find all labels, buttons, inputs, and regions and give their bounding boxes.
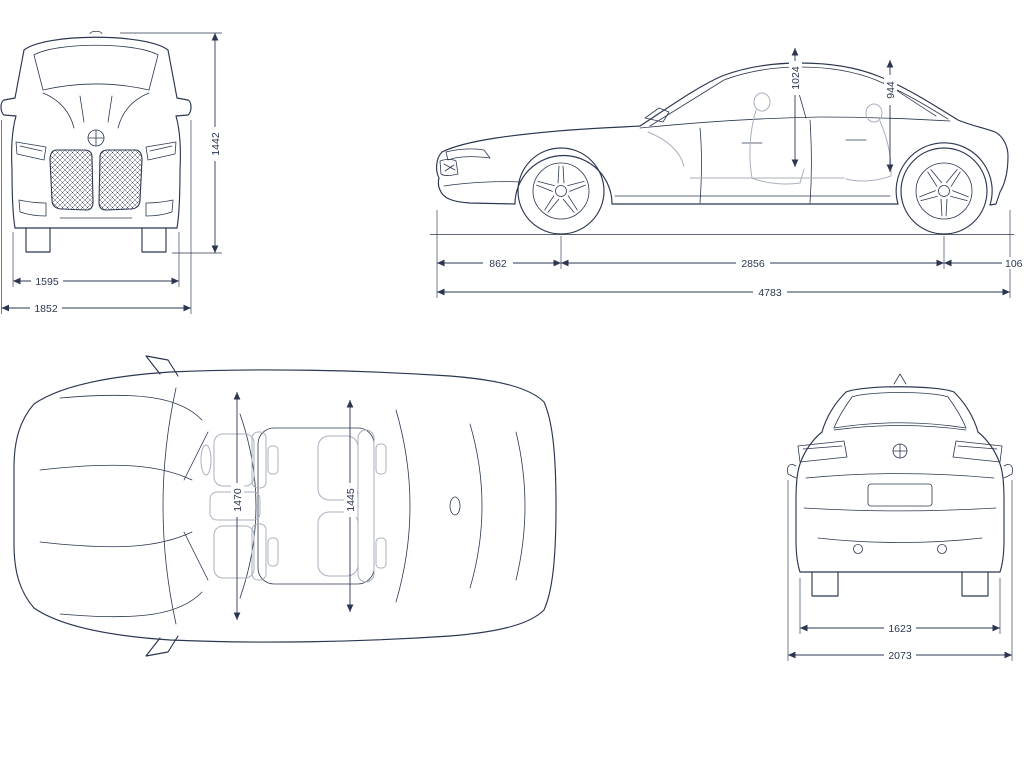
taillights xyxy=(797,440,1003,463)
dim-label-rear-width: 2073 xyxy=(888,650,912,662)
antenna-fin xyxy=(893,373,907,385)
dim-label-rear-overhang: 106 xyxy=(1005,258,1023,270)
dim-label-front-height: 1442 xyxy=(210,132,222,156)
dim-label-rear-headroom: 944 xyxy=(885,81,897,99)
side-view-drawing xyxy=(430,62,1014,235)
kidney-grille xyxy=(49,149,143,211)
rear-wheels xyxy=(811,571,989,597)
dim-label-front-overhang: 862 xyxy=(489,258,507,270)
dim-side-lower: 862 2856 106 4783 xyxy=(436,210,1024,299)
interior-ghost xyxy=(647,92,892,185)
dim-front-track: 1595 xyxy=(12,232,180,288)
rear-view-drawing xyxy=(787,373,1013,597)
dim-front-width: 1852 xyxy=(1,120,192,315)
front-wheels xyxy=(25,227,167,253)
dim-side-rear-headroom: 944 xyxy=(884,60,897,172)
headlights xyxy=(15,141,177,161)
dim-label-front-track: 1595 xyxy=(35,276,59,288)
bmw-roundel-icon xyxy=(87,129,105,147)
dim-label-wheelbase: 2856 xyxy=(741,258,765,270)
dim-label-overall-length: 4783 xyxy=(758,287,782,299)
front-wheel xyxy=(517,147,605,235)
dim-label-front-headroom: 1024 xyxy=(790,66,802,90)
top-view-seats xyxy=(200,429,387,583)
dim-label-top-front-interior: 1470 xyxy=(232,488,244,512)
dim-side-front-headroom: 1024 xyxy=(789,48,802,167)
dim-label-front-width: 1852 xyxy=(34,303,58,315)
top-view-drawing xyxy=(13,355,557,657)
dim-rear-width: 2073 xyxy=(787,480,1013,662)
bmw-roundel-rear-icon xyxy=(892,443,908,459)
dim-label-top-rear-interior: 1445 xyxy=(345,488,357,512)
dim-top-front-interior: 1470 xyxy=(231,392,244,620)
dim-top-rear-interior: 1445 xyxy=(344,400,357,612)
dim-rear-track: 1623 xyxy=(799,578,1001,635)
front-view-drawing xyxy=(0,30,192,253)
dim-label-rear-track: 1623 xyxy=(888,623,912,635)
rear-wheel xyxy=(900,147,988,235)
dim-front-height: 1442 xyxy=(120,32,222,254)
